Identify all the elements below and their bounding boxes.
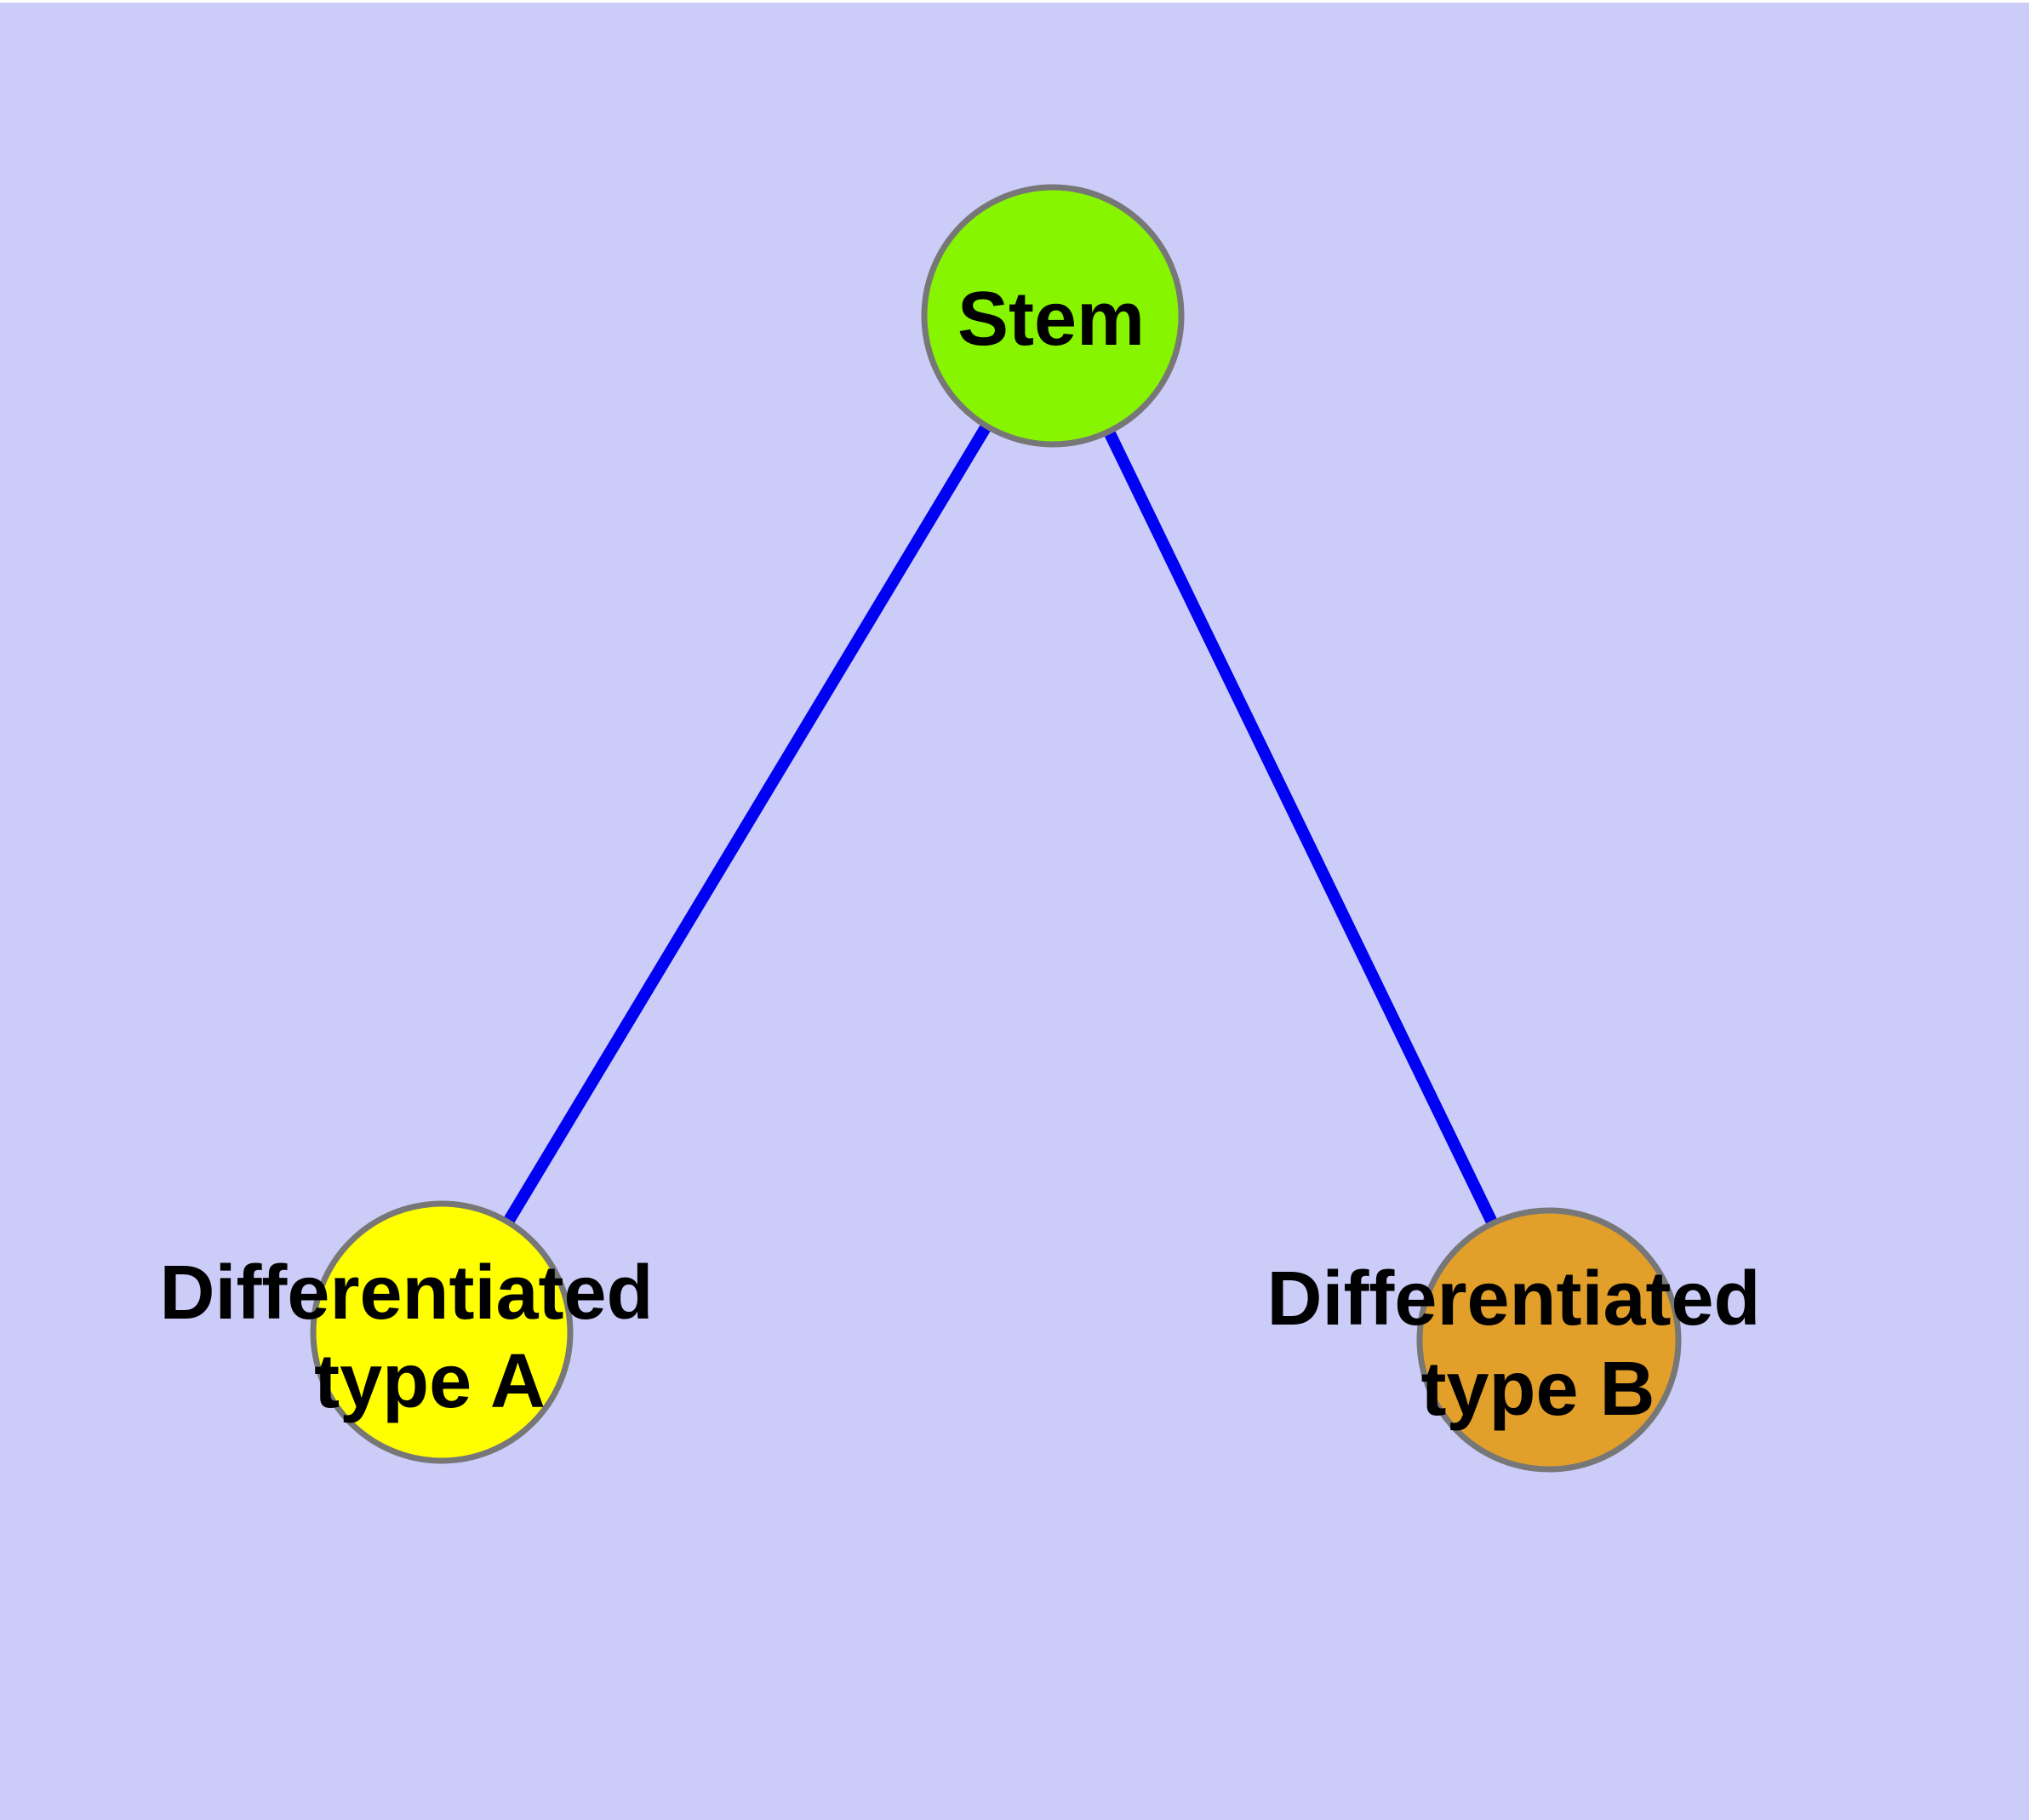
node-stem: [921, 184, 1185, 448]
node-type-b-label-line1: Differentiated: [1266, 1256, 1760, 1342]
edge-stem-to-type-b: [1047, 312, 1555, 1343]
node-type-a: [310, 1200, 574, 1464]
edge-stem-to-type-a: [437, 312, 1058, 1336]
node-type-a-label-line1: Differentiated: [159, 1251, 653, 1336]
node-type-a-label-line2: type A: [314, 1339, 546, 1424]
node-stem-label: Stem: [957, 277, 1145, 362]
node-type-b: [1416, 1207, 1682, 1473]
node-type-b-label: Differentiated type B: [1266, 1256, 1781, 1432]
node-type-a-label: Differentiated type A: [159, 1251, 674, 1424]
node-type-b-label-line2: type B: [1420, 1347, 1655, 1432]
